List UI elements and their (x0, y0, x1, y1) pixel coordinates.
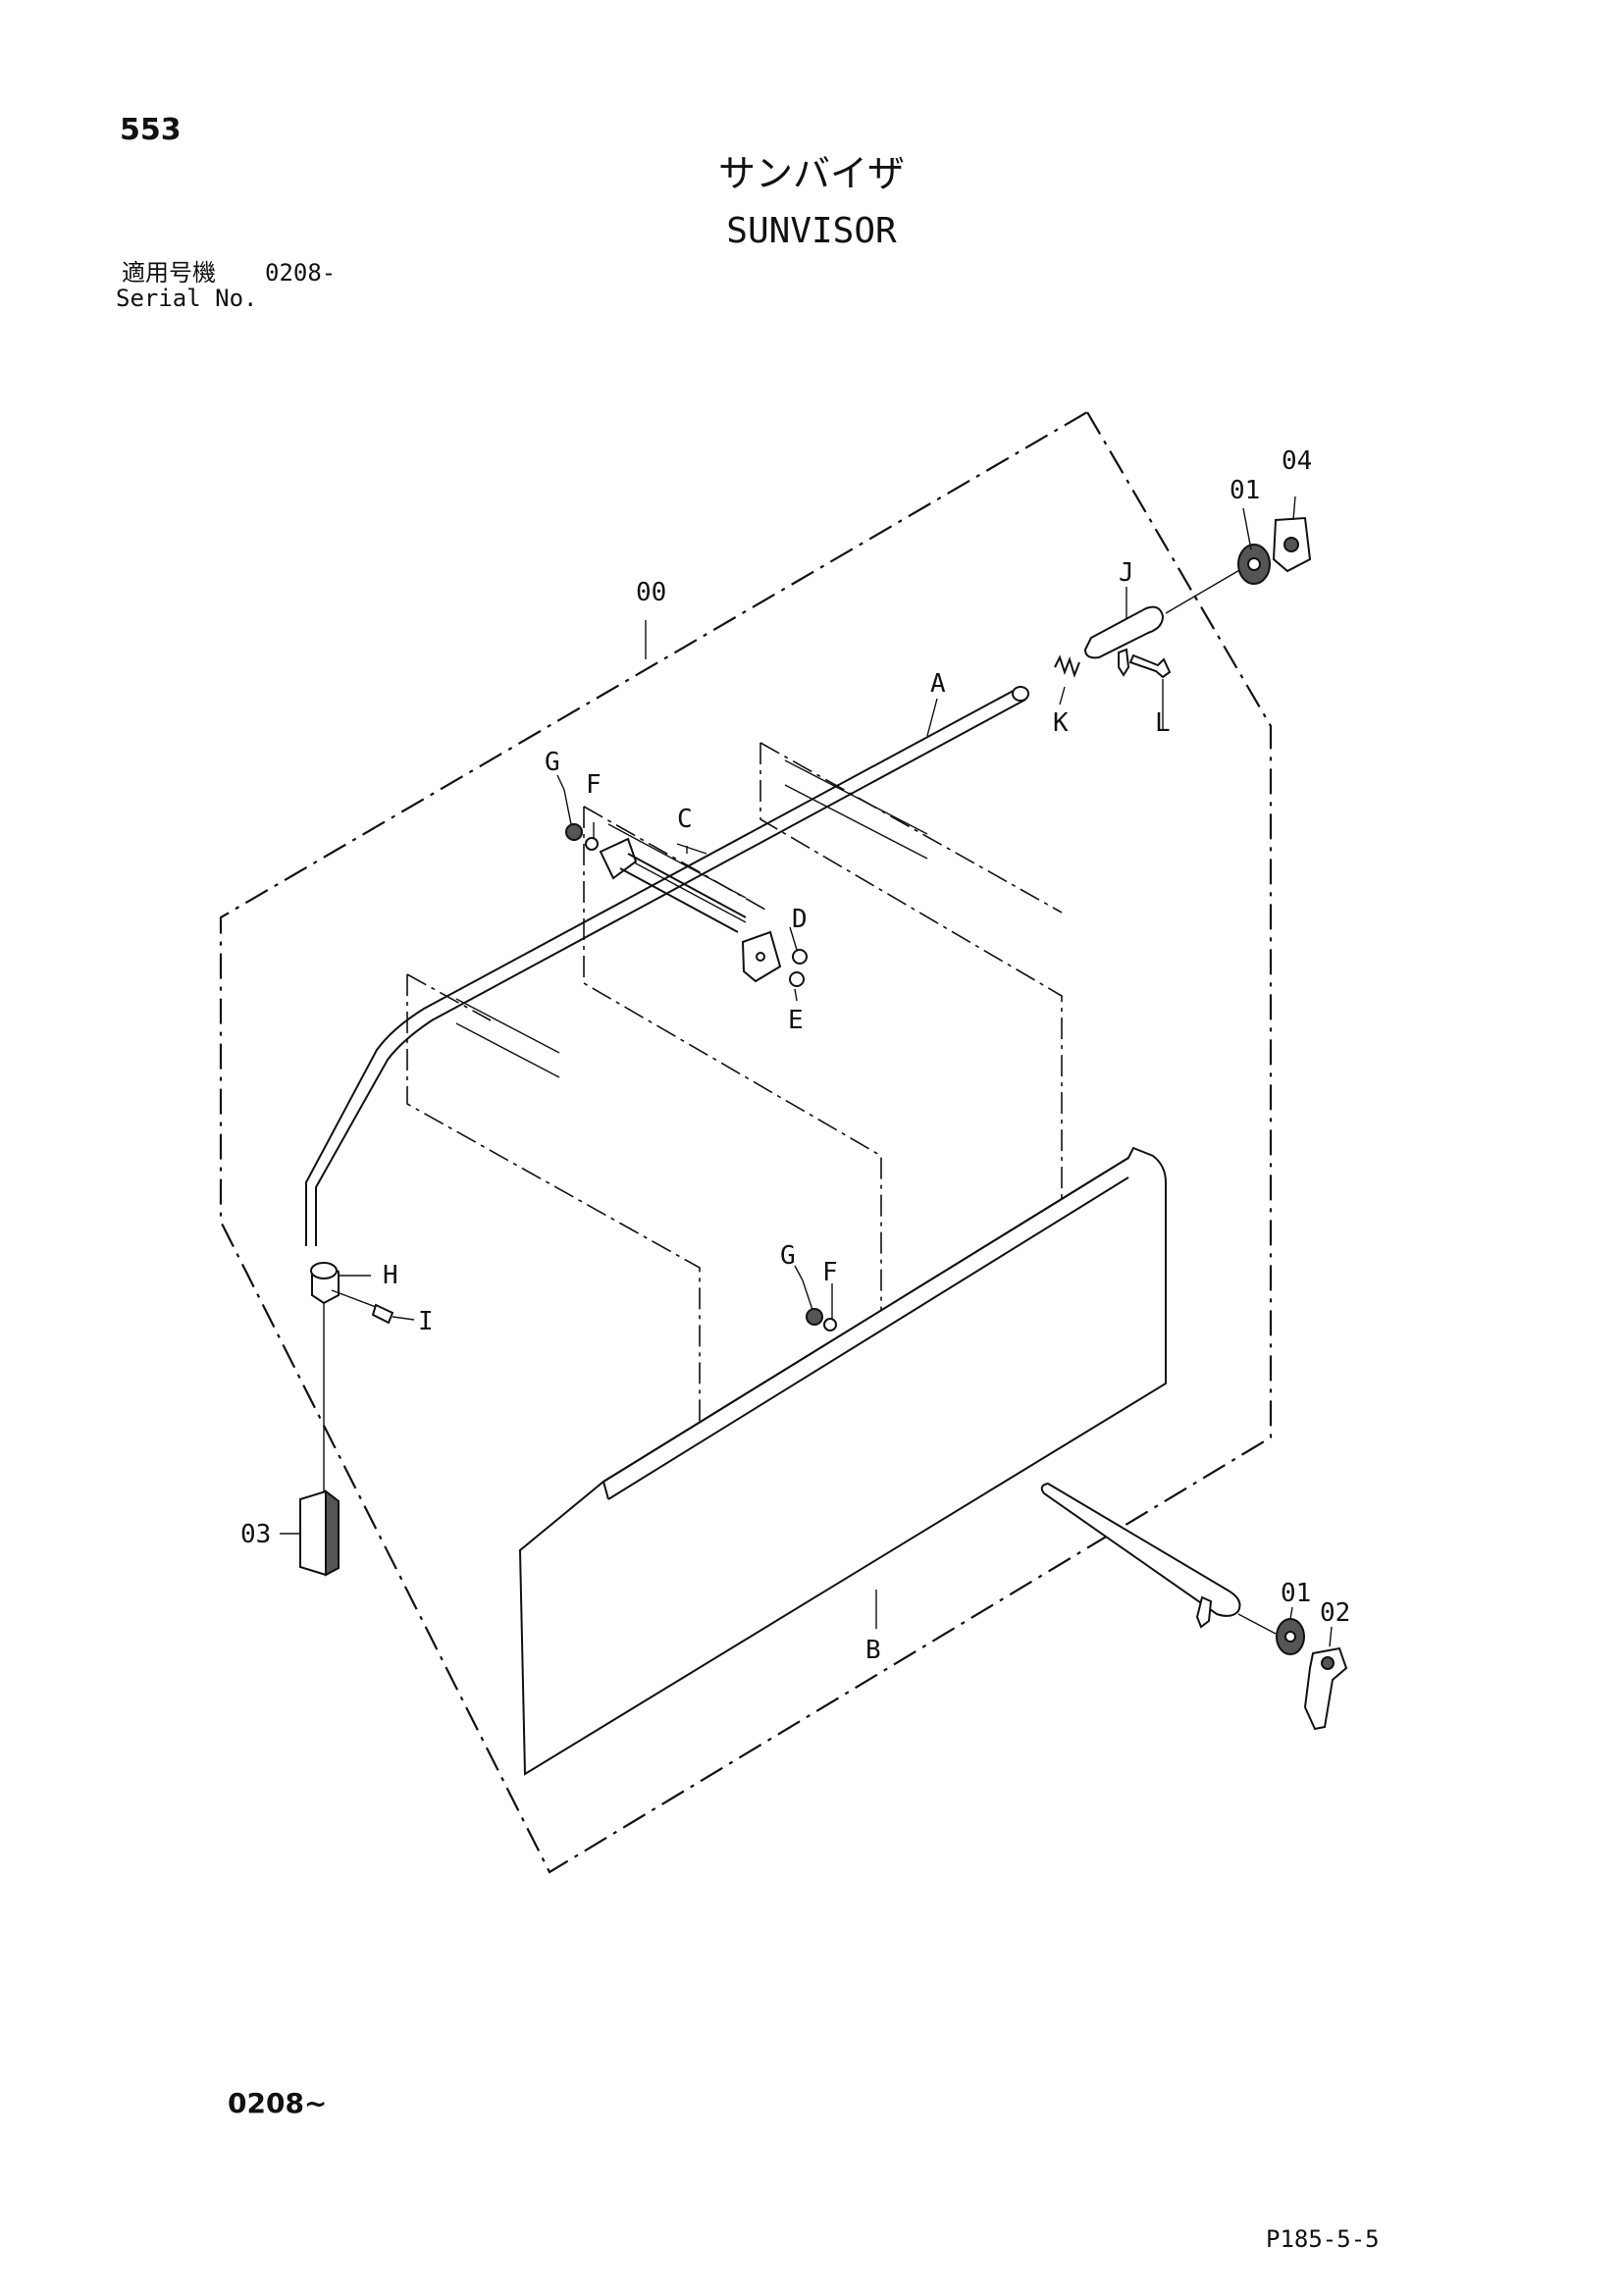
clip-04-hole (1283, 537, 1299, 552)
pin-i (371, 1303, 394, 1325)
callout-03: 03 (240, 1520, 271, 1549)
callout-g-top: G (545, 748, 560, 777)
callout-01-bottom: 01 (1281, 1579, 1311, 1608)
clip-02 (1303, 1646, 1348, 1731)
serial-number-value: 0208- (265, 259, 337, 287)
callout-01-top: 01 (1230, 476, 1260, 505)
h-axis-line (323, 1289, 377, 1491)
callout-l: L (1155, 708, 1171, 738)
mount-guide-lines (455, 759, 928, 1078)
bracket-guide-left (406, 973, 701, 1470)
callout-00: 00 (636, 578, 666, 607)
page-title-english: SUNVISOR (726, 211, 897, 251)
rod-a (305, 686, 1026, 1246)
pin-bottom-tab (1195, 1595, 1213, 1629)
callout-f-bottom: F (822, 1258, 838, 1287)
leader-lines (280, 496, 1333, 1647)
page-number: 553 (120, 113, 182, 147)
bracket-plate-hole (756, 952, 765, 962)
spring-k (1054, 654, 1080, 679)
bracket-c (599, 837, 638, 880)
serial-label-english: Serial No. (116, 285, 258, 312)
callout-e: E (788, 1006, 804, 1035)
pin-j (1083, 605, 1165, 659)
cap-03-shade (325, 1488, 340, 1577)
bracket-guide-right (759, 742, 1063, 1276)
callout-j: J (1119, 558, 1134, 588)
grommet-01-top-hole (1247, 557, 1261, 571)
callout-g-bottom: G (780, 1241, 796, 1271)
axis-line-top (1165, 568, 1242, 614)
assembly-boundary (219, 410, 1273, 1874)
page-title-japanese: サンバイザ (717, 152, 905, 195)
visor-rail (602, 1157, 1129, 1500)
callout-b: B (865, 1636, 881, 1665)
collar-h-top (310, 1262, 338, 1279)
callout-f-top: F (586, 770, 602, 800)
callout-a: A (930, 669, 946, 699)
visor-panel-b (518, 1146, 1167, 1776)
washer-f-top (585, 837, 599, 851)
nut-g-top (565, 823, 583, 841)
axis-line-bottom (1237, 1613, 1277, 1635)
callout-h: H (383, 1261, 398, 1290)
callout-k: K (1053, 708, 1069, 738)
pin-bottom (1040, 1482, 1241, 1617)
clip-02-hole (1321, 1656, 1335, 1670)
callout-c: C (677, 805, 693, 834)
pin-j-tab (1118, 648, 1130, 677)
callout-04: 04 (1282, 446, 1312, 476)
washer-f-bottom (823, 1318, 837, 1331)
callout-02: 02 (1320, 1598, 1350, 1628)
rod-a-end (1012, 686, 1029, 702)
serial-range-label: 0208~ (228, 2087, 328, 2119)
drawing-code: P185-5-5 (1266, 2225, 1380, 2253)
bolt-e (789, 971, 805, 987)
bracket-guide-middle (583, 806, 882, 1359)
callout-i: I (418, 1307, 434, 1336)
bracket-c-arm (619, 853, 747, 933)
callout-d: D (792, 905, 808, 934)
nut-g-bottom (806, 1308, 823, 1326)
grommet-01-bottom-hole (1284, 1631, 1296, 1643)
bolt-d (792, 949, 808, 965)
bracket-plate (741, 930, 782, 983)
serial-label-japanese: 適用号機 (122, 259, 216, 287)
bolt-l (1128, 653, 1172, 679)
